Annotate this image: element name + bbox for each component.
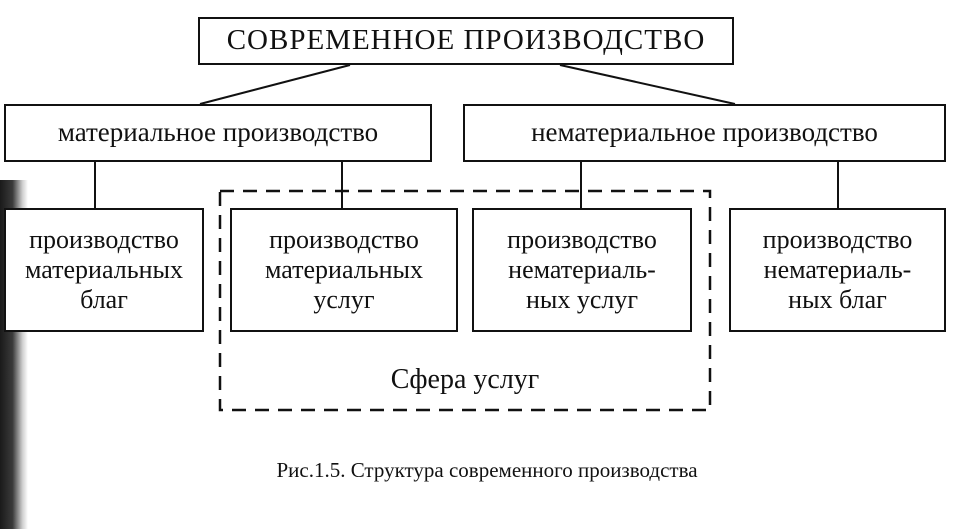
service-sphere-boundary — [218, 189, 712, 412]
leaf-material-goods: производство материальных благ — [4, 208, 204, 332]
figure-caption: Рис.1.5. Структура современного производ… — [276, 458, 698, 482]
leaf-nonmaterial-goods: производство нематериаль- ных благ — [729, 208, 946, 332]
connector-root-left — [199, 64, 351, 105]
service-sphere-label: Сфера услуг — [390, 364, 540, 395]
connector-root-right — [559, 64, 736, 105]
branch-nonmaterial-production: нематериальное производство — [463, 104, 946, 162]
branch-material-production: материальное производство — [4, 104, 432, 162]
leaf-nonmaterial-services: производство нематериаль- ных услуг — [472, 208, 692, 332]
root-node: СОВРЕМЕННОЕ ПРОИЗВОДСТВО — [198, 17, 734, 65]
leaf-material-services: производство материальных услуг — [230, 208, 458, 332]
